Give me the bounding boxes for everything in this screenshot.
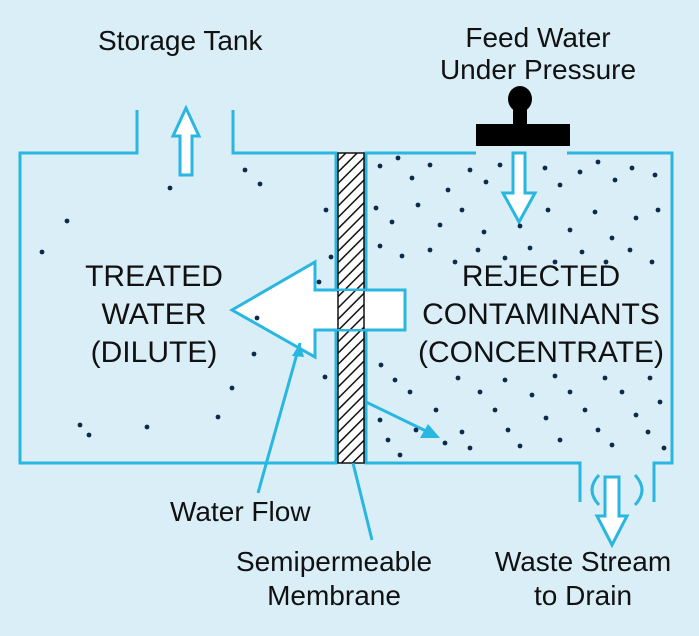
waste-line2: to Drain: [533, 580, 633, 611]
membrane-label: Semipermeable Membrane: [214, 548, 454, 610]
concentrate-tank-outline: [364, 151, 674, 502]
treated-tank-outline: [18, 110, 338, 465]
storage-tank-label: Storage Tank: [98, 25, 263, 56]
contaminant-dots-dilute: [39, 167, 334, 438]
feed-water-label: Feed Water Under Pressure: [418, 24, 658, 84]
membrane-line2: Membrane: [267, 580, 401, 611]
feed-inflow-arrow-icon: [500, 151, 538, 226]
waste-stream-label: Waste Stream to Drain: [478, 548, 688, 610]
treated-line2: WATER: [101, 298, 207, 331]
rejected-line1: REJECTED: [461, 260, 621, 293]
drain-arrow-icon: [590, 473, 644, 549]
rejected-contaminants-label: REJECTED CONTAMINANTS (CONCENTRATE): [410, 262, 672, 368]
membrane-line1: Semipermeable: [235, 546, 433, 577]
rejected-line3: (CONCENTRATE): [417, 336, 665, 369]
feed-water-line1: Feed Water: [465, 22, 611, 53]
water-flow-arrow-icon: [228, 259, 407, 360]
rejected-line2: CONTAMINANTS: [422, 298, 660, 331]
valve-handle-icon: [476, 86, 570, 146]
contaminant-dots-concentrate: [373, 155, 667, 458]
callout-lines: [256, 342, 440, 541]
water-flow-label: Water Flow: [170, 496, 311, 527]
storage-outflow-arrow-icon: [170, 104, 202, 177]
treated-line1: TREATED: [85, 260, 223, 293]
treated-water-label: TREATED WATER (DILUTE): [54, 262, 254, 368]
waste-line1: Waste Stream: [494, 546, 672, 577]
feed-water-line2: Under Pressure: [439, 54, 637, 85]
treated-line3: (DILUTE): [90, 336, 218, 369]
